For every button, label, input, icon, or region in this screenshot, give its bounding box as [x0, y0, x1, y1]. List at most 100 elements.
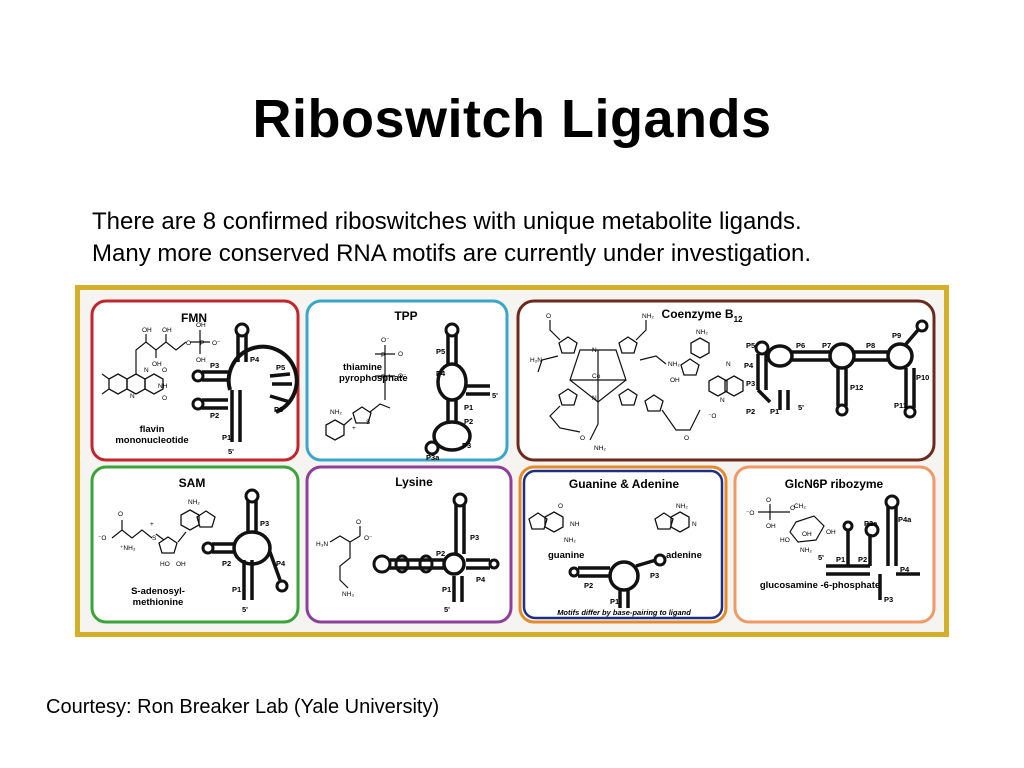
sam-helix-labels: P1 P2 P3 P4 5' [222, 519, 286, 614]
svg-text:NH₂: NH₂ [330, 409, 342, 416]
svg-text:OH: OH [670, 377, 680, 384]
svg-text:P4: P4 [250, 355, 260, 364]
svg-text:H₂N: H₂N [530, 357, 542, 364]
svg-text:P3: P3 [650, 571, 659, 580]
svg-text:O: O [790, 505, 795, 512]
svg-text:P2a: P2a [864, 519, 878, 528]
svg-text:N: N [130, 393, 135, 400]
svg-text:O: O [546, 313, 551, 320]
svg-text:OH: OH [176, 561, 186, 568]
svg-text:P7: P7 [822, 341, 831, 350]
lysine-rna-structure [372, 492, 500, 602]
svg-text:P11: P11 [894, 401, 907, 410]
svg-text:5': 5' [444, 605, 450, 614]
svg-text:NH₂: NH₂ [696, 329, 708, 336]
svg-text:P3a: P3a [426, 453, 440, 462]
svg-text:P3: P3 [884, 595, 893, 604]
svg-text:NH₂: NH₂ [800, 547, 812, 554]
svg-text:5': 5' [492, 391, 498, 400]
guanine-note: Motifs differ by base-pairing to ligand [557, 608, 691, 617]
panel-fmn-title: FMN [181, 311, 207, 325]
svg-text:P3: P3 [746, 379, 755, 388]
svg-text:OH: OH [766, 523, 776, 530]
svg-text:NH₂: NH₂ [676, 503, 688, 510]
svg-text:NH₂: NH₂ [668, 361, 680, 368]
svg-text:P9: P9 [892, 331, 901, 340]
svg-text:O: O [162, 367, 167, 374]
svg-text:P4: P4 [276, 559, 286, 568]
svg-text:O⁻: O⁻ [398, 373, 407, 380]
svg-text:O: O [186, 340, 191, 347]
sam-rna-structure [201, 488, 289, 600]
svg-text:HO: HO [160, 561, 170, 568]
slide-title: Riboswitch Ligands [252, 89, 772, 149]
tpp-ligand-line-2: pyrophosphate [339, 373, 408, 384]
svg-text:P6: P6 [274, 405, 283, 414]
svg-text:⁻O: ⁻O [708, 413, 717, 420]
panel-guanine-border [522, 469, 724, 620]
svg-text:P1: P1 [836, 555, 845, 564]
svg-text:P3: P3 [260, 519, 269, 528]
svg-text:5': 5' [818, 553, 824, 562]
intro-text: There are 8 confirmed riboswitches with … [92, 206, 811, 270]
svg-text:P3: P3 [462, 441, 471, 450]
svg-text:⁺NH₃: ⁺NH₃ [120, 545, 136, 552]
svg-text:O⁻: O⁻ [381, 337, 390, 344]
svg-text:P5: P5 [746, 341, 755, 350]
svg-text:P12: P12 [850, 383, 863, 392]
fmn-ligand-line-1: flavin [140, 424, 165, 435]
fmn-molecule [101, 330, 210, 395]
glcn6p-helix-labels: P1 P2 P2a P3 P4 P4a 5' [818, 515, 912, 604]
panel-guanine-outer-border [518, 465, 728, 624]
svg-text:O⁻: O⁻ [212, 340, 221, 347]
guanine-label: guanine [548, 550, 584, 561]
svg-text:NH₃: NH₃ [342, 591, 354, 598]
svg-text:N: N [720, 397, 725, 404]
tpp-ligand-line-1: thiamine [343, 362, 382, 373]
sam-ligand-line-1: S-adenosyl- [131, 586, 185, 597]
svg-text:O: O [580, 435, 585, 442]
glcn6p-ligand-label: glucosamine -6-phosphate [760, 580, 880, 591]
svg-text:NH₂: NH₂ [188, 499, 200, 506]
panel-tpp-title: TPP [394, 309, 417, 323]
intro-line-2: Many more conserved RNA motifs are curre… [92, 240, 811, 267]
courtesy-credit: Courtesy: Ron Breaker Lab (Yale Universi… [46, 696, 440, 718]
coenzyme-helix-labels: P1 P2 P3 P4 P5 P6 P7 P8 P9 P10 P11 P12 5… [744, 331, 929, 416]
svg-text:OH: OH [802, 531, 812, 538]
svg-text:O: O [398, 351, 403, 358]
svg-text:P8: P8 [866, 341, 875, 350]
svg-text:N: N [592, 395, 597, 402]
svg-text:NH₂: NH₂ [642, 313, 654, 320]
svg-text:N: N [692, 521, 697, 528]
svg-text:⁻O: ⁻O [746, 510, 755, 517]
tpp-rna-structure [424, 322, 490, 456]
svg-text:P5: P5 [436, 347, 445, 356]
svg-text:P1: P1 [464, 403, 473, 412]
svg-text:P1: P1 [222, 433, 231, 442]
svg-text:NH₂: NH₂ [564, 537, 576, 544]
svg-text:P2: P2 [746, 407, 755, 416]
fmn-helix-labels: P1 P2 P3 P4 P5 P6 5' [210, 355, 285, 456]
svg-text:P4: P4 [900, 565, 910, 574]
svg-text:N: N [144, 367, 149, 374]
intro-line-1: There are 8 confirmed riboswitches with … [92, 208, 802, 235]
svg-text:P: P [200, 340, 204, 347]
svg-text:⁻O: ⁻O [98, 535, 107, 542]
svg-text:NH: NH [158, 383, 168, 390]
svg-text:S: S [152, 535, 157, 542]
svg-text:P2: P2 [858, 555, 867, 564]
svg-text:P2: P2 [210, 411, 219, 420]
svg-text:NH: NH [570, 521, 580, 528]
svg-text:P4: P4 [476, 575, 486, 584]
svg-text:P1: P1 [442, 585, 451, 594]
